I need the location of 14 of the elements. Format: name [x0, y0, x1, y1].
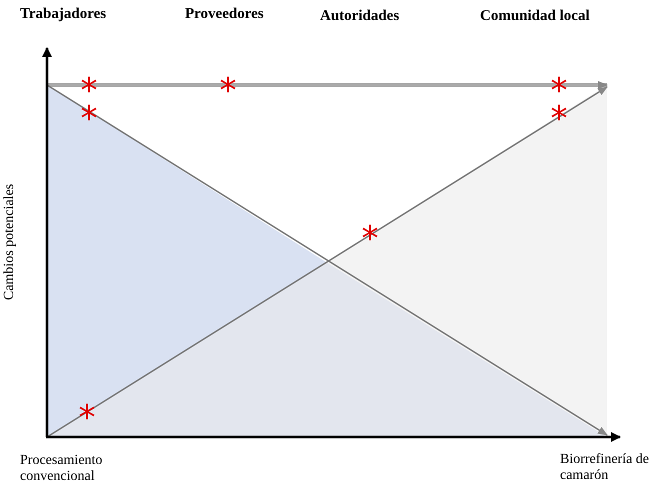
column-heading: Proveedores: [185, 6, 264, 23]
column-heading: Autoridades: [320, 8, 400, 25]
asterisk-mark: *: [550, 74, 568, 98]
asterisk-mark: *: [80, 102, 98, 126]
column-heading: Comunidad local: [480, 8, 590, 25]
axis-label: Procesamiento convencional: [20, 453, 104, 485]
asterisk-mark: *: [218, 74, 238, 98]
asterisk-mark: *: [550, 102, 568, 126]
asterisk-mark: *: [80, 74, 98, 98]
column-heading: Trabajadores: [20, 6, 106, 23]
axis-label: Biorrefinería de camarón: [560, 452, 650, 484]
asterisk-mark: *: [360, 222, 380, 246]
asterisk-mark: *: [78, 401, 96, 425]
axis-title: Cambios potenciales: [2, 182, 18, 302]
